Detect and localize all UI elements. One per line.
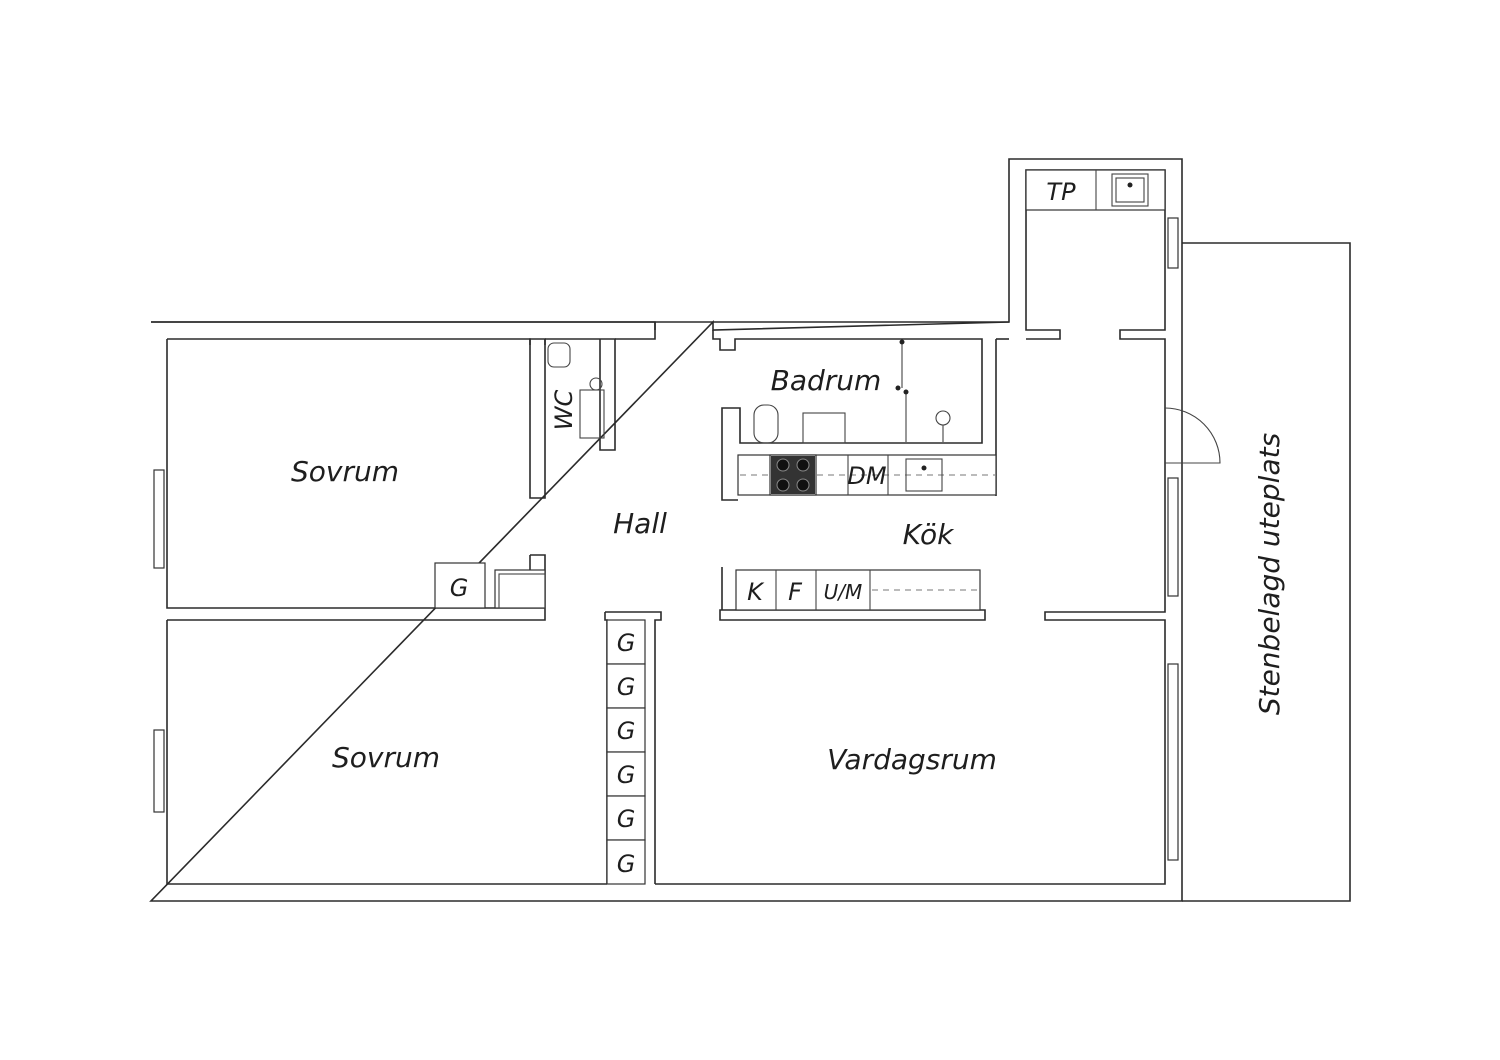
fixture-label-g-1: G (617, 629, 636, 657)
wc-room (545, 322, 656, 451)
patio (1182, 242, 1351, 902)
fixture-label-tp: TP (1046, 178, 1076, 206)
fixture-label-g-3: G (617, 717, 636, 745)
fixture-label-um: U/M (824, 580, 863, 604)
room-label-wc: WC (550, 390, 578, 431)
wardrobe-column (604, 611, 662, 885)
fixture-label-g-6: G (617, 850, 636, 878)
technical-room (1025, 169, 1166, 211)
kitchen-counter-top (737, 454, 997, 496)
fixture-label-k: K (747, 578, 765, 606)
room-label-kok: Kök (903, 518, 955, 551)
room-label-badrum: Badrum (771, 364, 882, 397)
room-label-uteplats: Stenbelagd uteplats (1253, 433, 1286, 715)
fixture-label-g-4: G (617, 761, 636, 789)
entry-door (1164, 407, 1221, 465)
room-label-sovrum-bottom: Sovrum (332, 741, 440, 774)
fixture-label-g-bedroom: G (450, 574, 469, 602)
bedroom-closets (434, 562, 546, 609)
bathroom (712, 330, 983, 501)
fixture-label-g-5: G (617, 805, 636, 833)
room-label-sovrum-top: Sovrum (291, 455, 399, 488)
kitchen-counter-bottom (719, 567, 986, 621)
fixture-label-f: F (788, 578, 803, 606)
windows (153, 217, 1179, 861)
room-label-hall: Hall (613, 507, 667, 540)
fixture-label-dm: DM (847, 462, 886, 490)
fixture-label-g-2: G (617, 673, 636, 701)
room-label-vardagsrum: Vardagsrum (827, 743, 997, 776)
